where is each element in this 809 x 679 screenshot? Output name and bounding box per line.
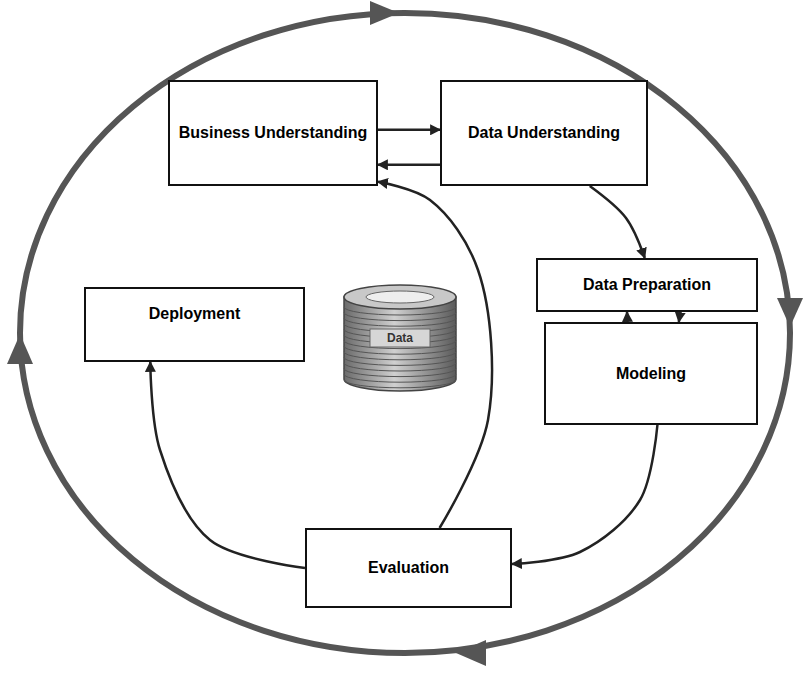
- phase-label: Deployment: [149, 299, 241, 329]
- phase-box: Deployment: [84, 287, 305, 362]
- phase-box: Business Understanding: [168, 80, 378, 186]
- phase-label: Data Understanding: [468, 118, 620, 148]
- cycle-arrowhead: [370, 1, 399, 25]
- data-store: Data: [340, 283, 460, 393]
- flow-arrow: [590, 186, 645, 258]
- flow-arrow: [679, 312, 680, 322]
- cycle-arrowhead: [456, 640, 486, 666]
- flow-arrow: [626, 312, 629, 322]
- phase-box: Evaluation: [305, 528, 512, 608]
- flow-arrow: [378, 164, 440, 167]
- store-label: Data: [383, 330, 417, 346]
- cycle-arrowhead: [7, 334, 33, 364]
- flow-arrow: [512, 425, 657, 564]
- phase-box: Data Understanding: [440, 80, 648, 186]
- phase-box: Data Preparation: [536, 258, 758, 312]
- phase-label: Data Preparation: [583, 270, 711, 300]
- flow-arrow: [150, 362, 305, 568]
- cycle-ellipse: [20, 13, 790, 653]
- cycle-arrowhead: [777, 298, 803, 327]
- phase-box: Modeling: [544, 322, 758, 425]
- phase-label: Evaluation: [368, 553, 449, 583]
- phase-label: Business Understanding: [179, 118, 367, 148]
- flow-arrow: [378, 129, 440, 132]
- phase-label: Modeling: [616, 359, 686, 389]
